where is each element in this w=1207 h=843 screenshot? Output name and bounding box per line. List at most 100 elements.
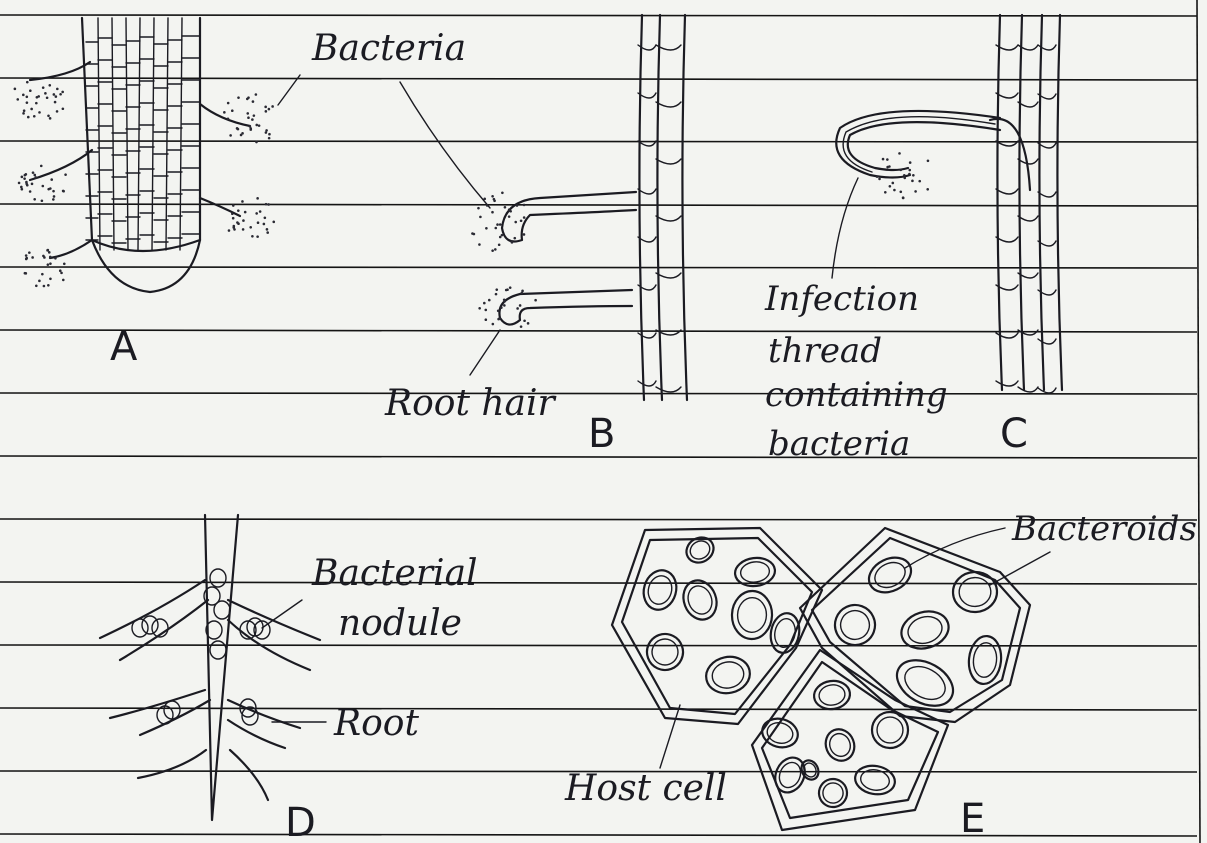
bacterium-dot xyxy=(53,195,56,198)
bacterium-dot xyxy=(263,223,266,226)
root-tip-cells xyxy=(86,18,200,250)
bacterium-dot xyxy=(266,228,269,231)
bacterium-dot xyxy=(914,190,917,193)
bacterium-dot xyxy=(22,112,25,115)
bacterium-dot xyxy=(241,200,244,203)
bacterium-dot xyxy=(908,173,911,176)
bacterium-dot xyxy=(527,322,530,325)
bacterium-dot xyxy=(253,114,256,117)
bacterium-dot xyxy=(38,111,41,114)
bacterium-dot xyxy=(237,96,240,99)
bacteroid-inner xyxy=(972,642,999,679)
cell-wall-horizontal xyxy=(656,273,681,278)
bacterium-dot xyxy=(227,118,230,121)
bacterium-dot xyxy=(473,233,476,236)
cell-wall-vertical xyxy=(166,18,168,250)
bacteroid xyxy=(703,653,754,697)
cell-wall-horizontal xyxy=(1018,216,1038,221)
bacterium-dot xyxy=(25,173,28,176)
epidermis-cells-b xyxy=(638,15,687,400)
bacterium-dot xyxy=(523,204,526,207)
bacterium-dot xyxy=(49,117,52,120)
bacterium-dot xyxy=(26,95,29,98)
bacterium-dot xyxy=(272,221,275,224)
epidermis-wall xyxy=(1057,15,1062,390)
bacterium-dot xyxy=(46,96,49,99)
bacterium-dot xyxy=(478,243,481,246)
bacterium-dot xyxy=(25,182,28,185)
ruled-line xyxy=(0,834,1197,836)
cell-wall-horizontal xyxy=(1038,192,1056,197)
bacterium-dot xyxy=(256,235,259,238)
bacterium-dot xyxy=(62,190,65,193)
bacterium-dot xyxy=(30,108,33,111)
bacterium-dot xyxy=(491,211,494,214)
bacterium-dot xyxy=(231,109,234,112)
bacterium-dot xyxy=(236,221,239,224)
bacterium-dot xyxy=(516,307,519,310)
bacteroid-inner xyxy=(958,577,991,607)
bacterium-dot xyxy=(501,191,504,194)
bacterium-dot xyxy=(60,272,63,275)
bacterium-dot xyxy=(486,204,489,207)
bacterium-dot xyxy=(264,217,267,220)
bacterium-dot xyxy=(898,152,901,155)
bacteroid-inner xyxy=(739,560,770,584)
cell-wall-horizontal xyxy=(638,189,656,194)
bacterium-dot xyxy=(247,116,250,119)
bacterium-dot xyxy=(240,134,243,137)
bacterium-dot xyxy=(41,273,44,276)
bacterium-dot xyxy=(242,219,245,222)
bacterium-dot xyxy=(255,141,258,144)
bacterium-dot xyxy=(889,185,892,188)
epidermis-wall xyxy=(639,15,644,400)
bacterium-dot xyxy=(246,112,249,115)
bacteroid xyxy=(829,599,880,650)
bacterium-dot xyxy=(33,198,36,201)
bacterium-dot xyxy=(498,317,501,320)
bacterium-dot xyxy=(31,256,34,259)
bacterium-dot xyxy=(29,89,32,92)
caption-panel-e: E xyxy=(960,796,985,842)
bacterium-dot xyxy=(908,169,911,172)
bacterium-dot xyxy=(62,107,65,110)
bacterium-dot xyxy=(59,93,62,96)
bacterium-dot xyxy=(42,86,45,89)
bacterium-dot xyxy=(23,109,26,112)
bacterium-dot xyxy=(267,203,270,206)
bacterium-dot xyxy=(244,211,247,214)
cell-wall-vertical xyxy=(112,18,114,250)
bacterium-dot xyxy=(50,178,53,181)
bacterium-dot xyxy=(477,207,480,210)
bacterium-dot xyxy=(23,177,26,180)
bacterium-dot xyxy=(27,116,30,119)
bacterium-dot xyxy=(918,180,921,183)
bacterium-dot xyxy=(31,183,34,186)
ruled-line xyxy=(0,393,1197,394)
ruled-line xyxy=(0,645,1197,646)
bacterium-dot xyxy=(62,279,65,282)
bacterium-dot xyxy=(534,299,537,302)
bacterium-dot xyxy=(258,124,261,127)
bacterium-dot xyxy=(523,319,526,322)
bacterium-dot xyxy=(899,169,902,172)
bacterium-dot xyxy=(26,101,29,104)
epidermis-wall xyxy=(682,15,687,400)
bacterium-dot xyxy=(514,221,517,224)
bacterium-dot xyxy=(256,197,259,200)
bacterium-dot xyxy=(249,226,252,229)
infection-thread-pointer xyxy=(832,178,858,278)
bacterium-dot xyxy=(44,92,47,95)
cell-wall-vertical xyxy=(98,18,100,250)
bacterium-dot xyxy=(252,100,255,103)
bacteroid xyxy=(812,679,852,712)
bacterium-dot xyxy=(265,203,268,206)
bacterium-dot xyxy=(255,93,258,96)
bacterium-dot xyxy=(882,158,885,161)
bacterium-dot xyxy=(503,304,506,307)
nodule xyxy=(142,616,158,634)
label-bacteria: Bacteria xyxy=(311,28,466,69)
bacterium-dot xyxy=(511,241,514,244)
bacteroid xyxy=(816,776,850,810)
bacterium-dot xyxy=(33,174,36,177)
